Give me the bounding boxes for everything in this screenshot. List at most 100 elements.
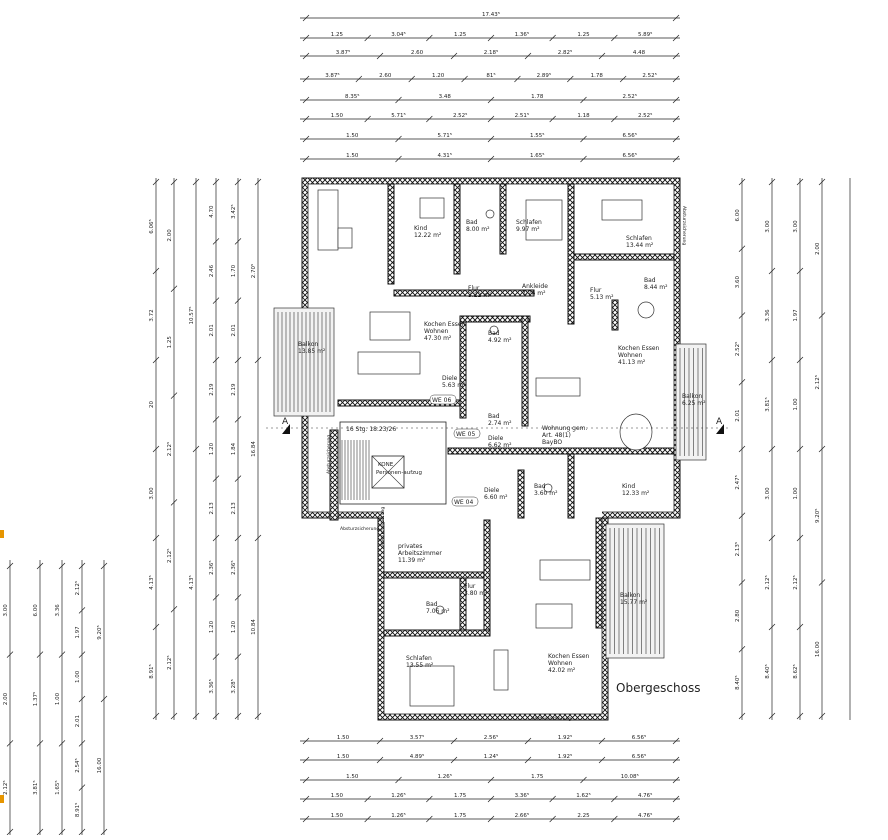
dimension-value: 4.13⁵ [148,575,155,589]
dimension-value: 2.01 [735,410,741,422]
room-area: 7.76 m² [522,290,546,297]
dimension-tick [234,475,242,482]
room-name: Kind [414,225,427,232]
round-table-icon [619,413,653,451]
we-badge [451,496,479,507]
room-area: 8.44 m² [644,284,668,291]
dimension-tick [738,178,746,186]
dimension-tick [461,75,468,83]
elevator-label-line: Personen-aufzug [376,470,422,476]
dimension-tick [152,623,160,631]
dimension-value: 3.60 [735,276,741,289]
wall-segment [611,299,619,331]
dimension-value: 3.36 [765,309,771,322]
dimension-value: 1.50 [337,754,350,760]
dimension-value: 1.24⁵ [484,753,498,760]
dimension-value: 2.89⁵ [537,72,551,79]
dimension-tick [302,34,310,42]
dimension-tick [152,356,160,364]
dimension-value: 10.08⁵ [621,773,639,780]
toilet-icon [435,605,445,615]
dimension-tick [738,712,746,720]
dimension-tick [212,416,220,423]
dimension-tick [152,445,160,453]
dimension-value: 5.71⁵ [391,112,405,119]
dimension-tick [796,267,804,275]
dimension-tick [58,651,66,658]
we-badge [453,428,481,439]
dimension-tick [78,607,86,614]
dimension-tick [611,795,618,803]
room-area: 8.00 m² [466,226,490,233]
dimension-value: 1.75 [531,774,544,780]
room-name: Wohnung gem. [542,425,588,432]
dimension-tick [524,737,532,745]
room-name: Arbeitszimmer [398,550,442,557]
dimension-tick [364,115,371,123]
dimension-value: 2.51⁵ [515,112,529,119]
dimension-value: 3.36 [55,604,61,617]
dimension-value: 1.50 [331,813,344,819]
dimension-value: 16.00 [815,641,821,657]
toilet-icon [485,209,495,219]
wall-segment [383,571,485,579]
dining-table-icon [535,603,573,629]
left-dimension-chains: 6.06⁵3.72203.004.13⁵8.91⁵2.001.252.12⁵2.… [148,178,262,720]
dimension-tick [487,815,495,823]
dimension-value: 2.13⁵ [734,542,741,556]
dimension-tick [672,776,680,784]
room-name: Balkon [682,393,702,400]
dimension-value: 8.91⁵ [148,664,155,678]
plan-title: Obergeschoss [616,681,700,695]
dimension-value: 1.00 [75,670,81,683]
shower-icon [637,301,655,319]
dimension-value: 2.25 [577,813,590,819]
wall-segment [459,577,467,631]
dimension-tick [192,712,200,720]
dimension-tick [426,795,433,803]
dimension-tick [355,75,363,83]
dimension-value: 2.01 [209,324,215,336]
dimension-tick [302,737,310,745]
dimension-tick [738,312,746,319]
wall-segment [521,315,529,427]
elevator-label: KONE [378,462,394,468]
dimension-tick [212,712,220,720]
dimension-tick [376,756,384,764]
dimension-tick [611,815,618,823]
dimension-tick [487,155,495,163]
dimension-value: 3.48 [439,94,452,100]
dimension-tick [100,562,108,570]
dimension-tick [302,115,310,123]
dimension-value: 1.78 [591,73,604,79]
dimension-tick [598,52,606,60]
dimension-tick [234,712,242,720]
room-area: 6.60 m² [484,494,508,501]
bed-icon [525,199,563,241]
dimension-tick [212,534,220,542]
elevator-cross [371,455,405,489]
dimension-tick [549,34,556,42]
dimension-value: 2.52⁵ [642,72,656,79]
wall-segment [567,453,575,519]
room-name: Kochen Essen [424,321,466,328]
dimension-value: 1.20 [432,73,445,79]
dimension-tick [549,115,556,123]
room-name: Diele [484,487,500,494]
dimension-tick [212,178,220,186]
dimension-value: 5.89⁵ [638,31,652,38]
room-name: privates [398,543,422,550]
dimension-value: 1.75 [454,793,467,799]
balcony-east [675,343,707,461]
